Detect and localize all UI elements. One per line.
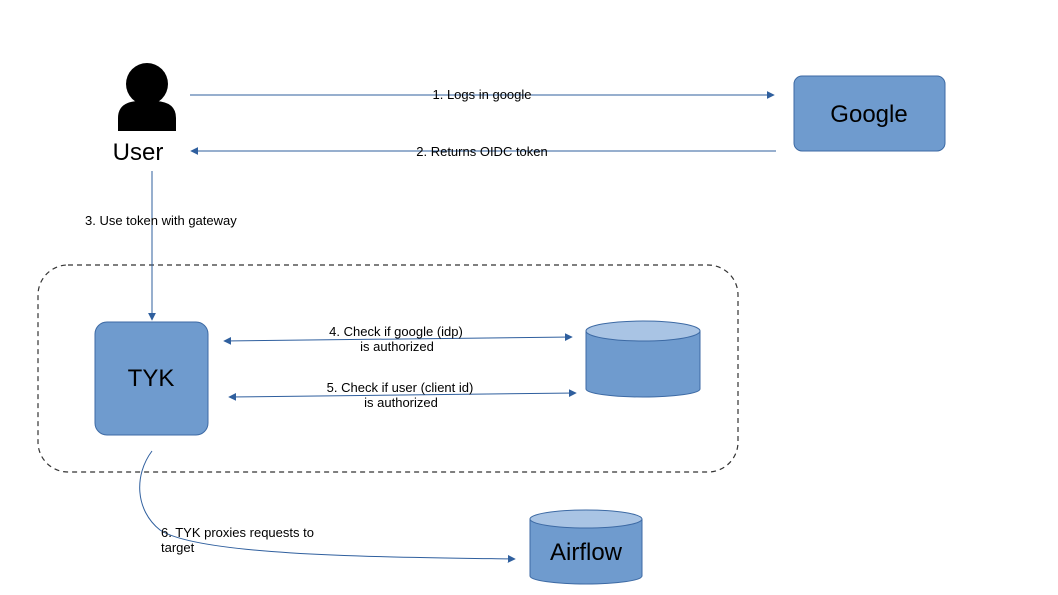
airflow-node: Airflow (529, 509, 643, 585)
edge-5-arrow (228, 389, 577, 401)
airflow-label: Airflow (550, 539, 623, 566)
edge-6-label-line1: 6. TYK proxies requests to (161, 525, 314, 540)
gateway-boundary (37, 264, 739, 473)
edge-6-arrow (139, 450, 516, 563)
edge-3-label: 3. Use token with gateway (85, 213, 237, 228)
edge-1-label: 1. Logs in google (432, 87, 531, 102)
edge-5-label-line2: is authorized (364, 395, 438, 410)
tyk-node (94, 321, 209, 436)
edge-2-label: 2. Returns OIDC token (416, 144, 548, 159)
user-icon (118, 63, 176, 131)
edge-4-arrow (223, 333, 573, 345)
edge-5-label-line1: 5. Check if user (client id) (327, 380, 474, 395)
google-node (793, 75, 946, 152)
edge-6-label-line2: target (161, 540, 195, 555)
user-label: User (113, 139, 164, 166)
tyk-label: TYK (128, 365, 175, 392)
edge-4-label-line1: 4. Check if google (idp) (329, 324, 463, 339)
edge-4-label-line2: is authorized (360, 339, 434, 354)
database-node (585, 320, 701, 398)
google-label: Google (830, 101, 907, 128)
